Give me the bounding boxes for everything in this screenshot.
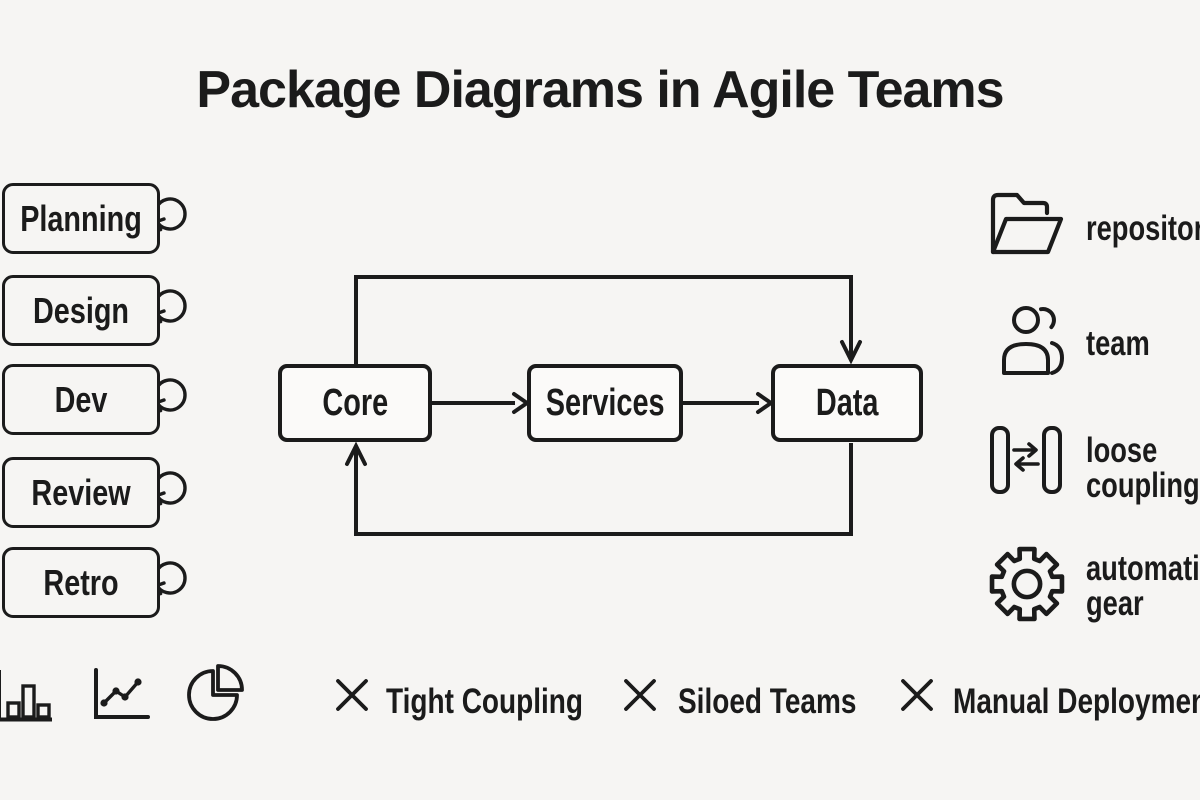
legend-label-automation-gear: automation gear (1086, 549, 1200, 623)
stage-label: Planning (20, 197, 142, 239)
page-title: Package Diagrams in Agile Teams (196, 61, 1004, 119)
arrowhead-down (840, 340, 862, 365)
flow-node-label: Core (322, 381, 388, 424)
anti-pattern-manual-deployment: Manual Deployment (953, 682, 1200, 721)
stage-label: Design (32, 289, 130, 331)
loose-coupling-icon (990, 426, 1062, 494)
arrowhead-right (512, 392, 531, 414)
legend-label-team: team (1086, 324, 1150, 363)
bar-chart-icon (0, 670, 52, 722)
flow-connectors (345, 275, 862, 536)
team-icon (1002, 306, 1065, 375)
stage-box-review: Review (2, 457, 160, 528)
stage-box-dev: Dev (2, 364, 160, 435)
arrowhead-right (756, 392, 775, 414)
flow-node-label: Services (545, 381, 665, 424)
flow-node-label: Data (815, 381, 879, 424)
stage-label: Review (31, 471, 131, 513)
stage-box-retro: Retro (2, 547, 160, 618)
stage-label: Dev (54, 378, 108, 420)
folder-icon (990, 192, 1064, 255)
x-icon (901, 679, 933, 711)
anti-pattern-siloed-teams: Siloed Teams (678, 682, 857, 721)
stage-label: Retro (43, 561, 119, 603)
pie-chart-icon (187, 664, 244, 721)
stage-box-design: Design (2, 275, 160, 346)
arrowhead-up (345, 441, 367, 466)
flow-node-core: Core (278, 364, 432, 442)
legend-label-repository: repository (1086, 209, 1200, 248)
legend-label-loose-coupling: loose coupling (1086, 431, 1200, 505)
x-icon (624, 679, 656, 711)
flow-node-services: Services (527, 364, 683, 442)
anti-pattern-tight-coupling: Tight Coupling (386, 682, 583, 721)
flow-node-data: Data (771, 364, 923, 442)
stage-box-planning: Planning (2, 183, 160, 254)
x-icon (336, 679, 368, 711)
line-chart-icon (94, 668, 150, 719)
gear-icon (989, 546, 1065, 622)
